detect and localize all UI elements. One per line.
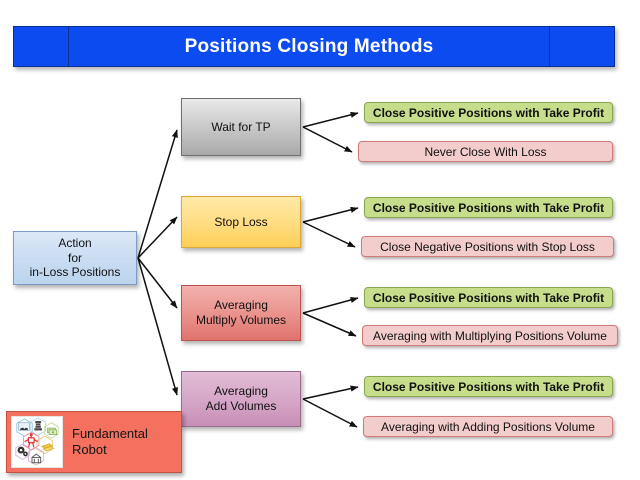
link-m4-negative — [302, 398, 358, 428]
link-m4-positive — [302, 385, 359, 400]
node-avg-multiply-line-1: Averaging — [214, 298, 268, 313]
link-root-to-avg-multiply — [137, 257, 178, 309]
title-bar: Positions Closing Methods — [13, 26, 615, 67]
node-avg-multiply-line-2: Multiply Volumes — [195, 313, 287, 327]
title-bar-right-cell — [549, 27, 614, 66]
outcome-positive-wait-for-tp[interactable]: Close Positive Positions with Take Profi… — [364, 102, 613, 123]
link-root-to-stop-loss — [137, 216, 178, 259]
node-averaging-add-volumes[interactable]: Averaging Add Volumes — [181, 371, 301, 427]
outcome-negative-averaging-multiply[interactable]: Averaging with Multiplying Positions Vol… — [362, 325, 618, 346]
link-root-to-wait-for-tp — [137, 129, 178, 259]
link-m2-positive — [302, 206, 359, 223]
node-avg-add-line-2: Add Volumes — [205, 399, 277, 413]
title-bar-left-cell — [14, 27, 69, 66]
node-stop-loss[interactable]: Stop Loss — [181, 196, 301, 248]
node-wait-for-tp-label: Wait for TP — [211, 119, 271, 134]
fundamental-robot-label: Fundamental Robot — [72, 426, 148, 459]
link-m1-positive — [302, 111, 359, 128]
link-root-to-avg-add — [137, 257, 178, 396]
node-avg-add-line-1: Averaging — [214, 384, 268, 399]
outcome-negative-stop-loss[interactable]: Close Negative Positions with Stop Loss — [361, 236, 614, 257]
node-action-in-loss-positions[interactable]: Action for in-Loss Positions — [13, 231, 137, 285]
link-m3-positive — [302, 296, 359, 314]
link-m2-negative — [302, 221, 356, 248]
root-line-1: Action — [58, 236, 92, 251]
link-m3-negative — [302, 312, 357, 337]
outcome-positive-stop-loss[interactable]: Close Positive Positions with Take Profi… — [364, 197, 613, 218]
outcome-negative-wait-for-tp[interactable]: Never Close With Loss — [358, 141, 613, 162]
root-line-3: in-Loss Positions — [29, 265, 121, 280]
fundamental-robot-line-1: Fundamental — [72, 425, 148, 441]
node-stop-loss-label: Stop Loss — [214, 214, 268, 229]
node-wait-for-tp[interactable]: Wait for TP — [181, 98, 301, 156]
outcome-negative-averaging-add[interactable]: Averaging with Adding Positions Volume — [363, 416, 613, 437]
node-averaging-multiply-volumes[interactable]: Averaging Multiply Volumes — [181, 285, 301, 341]
page-title: Positions Closing Methods — [184, 35, 434, 57]
root-line-2: for — [67, 250, 82, 265]
link-m1-negative — [302, 126, 353, 153]
fundamental-robot-hexagon-icon — [11, 416, 63, 468]
fundamental-robot-line-2: Robot — [72, 442, 107, 457]
fundamental-robot-badge[interactable]: Fundamental Robot — [6, 411, 182, 473]
outcome-positive-averaging-add[interactable]: Close Positive Positions with Take Profi… — [364, 376, 613, 397]
outcome-positive-averaging-multiply[interactable]: Close Positive Positions with Take Profi… — [364, 287, 613, 308]
